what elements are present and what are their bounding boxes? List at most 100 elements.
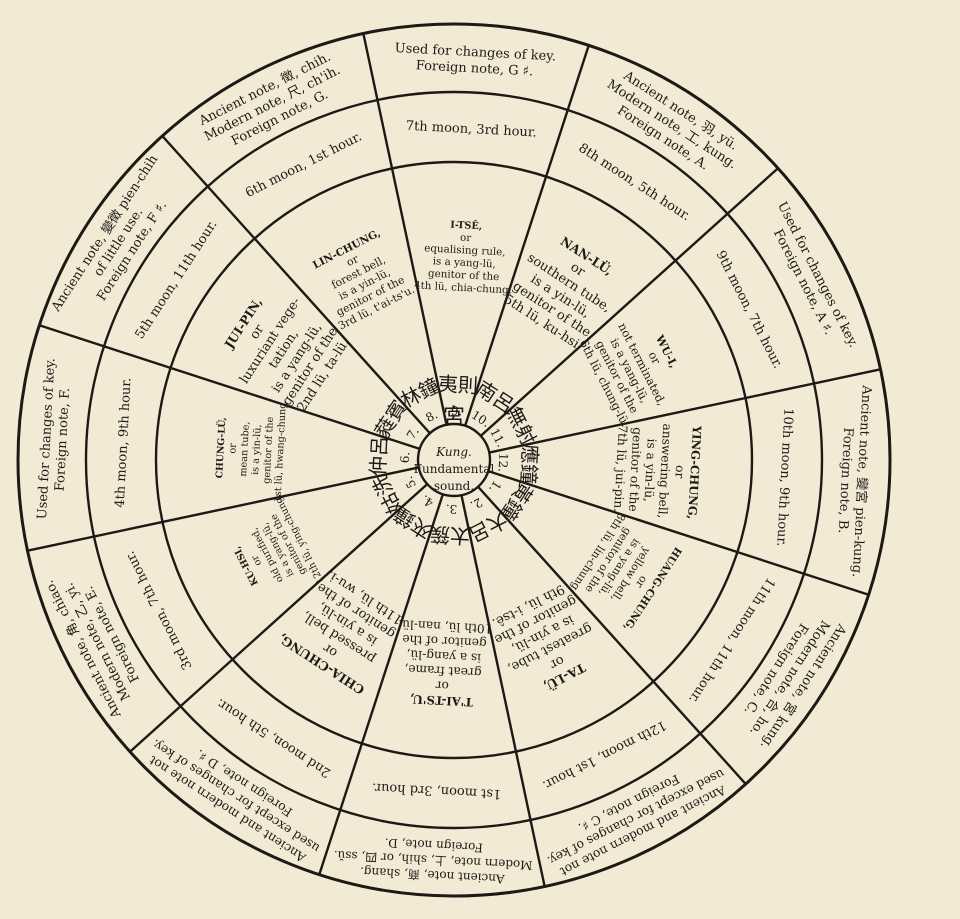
segment-note-line: used except for changes of key.: [545, 766, 727, 869]
segment-lu-text-line: or: [435, 678, 449, 693]
segment-moon-hour-line: 9th moon, 7th hour.: [713, 248, 785, 371]
segment-lu-text-line: JUI-PIN,: [221, 295, 265, 352]
segment-number: 8.: [423, 407, 440, 425]
segment-lu-text-line: 4th lü, chia-chung.: [414, 279, 512, 296]
segment-note: Ancient note, 變宮 pien-kung.Foreign note,…: [835, 384, 875, 578]
segment-number: 6.: [398, 451, 413, 463]
segment-number-line: 11.: [487, 426, 508, 449]
spoke-lines: [27, 33, 881, 887]
segment-note-line: Foreign note, D.: [384, 836, 483, 855]
spoke-line: [161, 135, 431, 435]
segment-chars: 夷則: [437, 372, 478, 398]
segment-lu-text-line: or: [227, 443, 239, 454]
segment-note-line: Foreign note, G ♯.: [415, 58, 533, 79]
segment-moon-hour: 9th moon, 7th hour.: [713, 248, 785, 371]
segment-moon-hour: 6th moon, 1st hour.: [243, 129, 364, 201]
segment-lu-text-line: or: [672, 465, 687, 479]
segment-note: Used for changes of key.Foreign note, G …: [394, 41, 556, 79]
segment-number: 12.: [496, 453, 511, 473]
segment-lu-text-line: is a yin-lü,: [250, 424, 264, 475]
segment-moon-hour-line: 7th moon, 3rd hour.: [405, 119, 537, 141]
segment-chars: 仲呂: [366, 435, 392, 476]
segment-lu-text-line: genitor of the: [626, 427, 644, 512]
spoke-line: [488, 368, 881, 454]
spoke-line: [362, 33, 448, 426]
spoke-line: [477, 485, 747, 785]
segment-note: Ancient note, 商, shang.Modern note, 上, s…: [333, 836, 533, 887]
segment-lu-text-line: T'AI-TS'U,: [410, 692, 474, 709]
segment-lu-text-line: is a yang-lü,: [406, 647, 481, 665]
segment-number-line: 8.: [423, 407, 440, 425]
segment-lu-text-line: or: [249, 553, 264, 568]
segment-number-line: 6.: [398, 451, 413, 463]
segment-lu-text-line: is a yin-lü,: [641, 438, 658, 502]
segment-number: 11.: [487, 426, 508, 449]
segment-moon-hour-line: 6th moon, 1st hour.: [243, 129, 364, 201]
segment-number-line: 4.: [419, 492, 436, 510]
segment-chars-line: 仲呂: [366, 435, 392, 476]
segment-moon-hour-line: 1st moon, 3rd hour.: [372, 780, 502, 802]
spoke-line: [38, 324, 421, 451]
segment-note-line: Foreign note, F.: [53, 387, 73, 491]
segment-lu-text-line: 10th lü, nan-lü.: [398, 617, 493, 636]
spoke-line: [479, 167, 779, 437]
center-char: 宮: [443, 405, 465, 430]
segment-moon-hour: 12th moon, 1st hour.: [540, 717, 669, 792]
segment-lu-text-line: is a yang-lü,: [432, 255, 496, 270]
segment-chars: 應鐘: [516, 443, 542, 484]
spoke-line: [27, 466, 420, 552]
segment-number-line: 5.: [401, 474, 419, 491]
segment-lu-text-line: 7th lü, jui-pin.: [611, 425, 630, 513]
center-subtitle-1: Fundamental: [414, 462, 495, 476]
segment-number-line: 9.: [450, 404, 462, 419]
segment-number: 5.: [401, 474, 419, 491]
segment-number-line: 12.: [496, 453, 511, 473]
segment-moon-hour: 3rd moon, 7th hour.: [123, 548, 196, 672]
segment-number: 4.: [419, 492, 436, 510]
segment-number: 10.: [469, 408, 493, 430]
segment-lu-text-line: YING-CHUNG,: [685, 424, 704, 519]
segment-chars: 太簇: [429, 522, 470, 548]
segment-lu-text-line: NAN-LÜ,: [558, 233, 616, 279]
segment-number-line: 10.: [469, 408, 493, 430]
segment-number-line: 3.: [445, 502, 457, 517]
segment-number-line: 1.: [486, 478, 504, 495]
segment-chars-line: 應鐘: [516, 443, 542, 484]
center-hub: 宮 Kung. Fundamental sound.: [414, 405, 495, 493]
segment-lu-text-line: I-TSÊ,: [450, 219, 483, 233]
segment-moon-hour-line: 10th moon, 9th hour.: [773, 408, 795, 547]
segment-chars-line: 太簇: [429, 522, 470, 548]
center-name: Kung.: [435, 445, 472, 459]
segment-number: 2.: [468, 495, 485, 513]
segment-moon-hour-line: 12th moon, 1st hour.: [540, 717, 669, 792]
spoke-line: [129, 483, 429, 753]
segment-number-line: 2.: [468, 495, 485, 513]
segment-moon-hour: 1st moon, 3rd hour.: [372, 780, 502, 802]
segment-number: 1.: [486, 478, 504, 495]
segment-note-line: Foreign note, B.: [835, 427, 856, 534]
segment-lu-text-line: equalising rule,: [424, 242, 506, 258]
segment-moon-hour-line: 3rd moon, 7th hour.: [123, 548, 196, 672]
spoke-line: [460, 494, 546, 887]
segment-number: 9.: [450, 404, 462, 419]
segment-number: 3.: [445, 502, 457, 517]
segment-moon-hour: 4th moon, 9th hour.: [113, 377, 135, 508]
segment-lu-text-line: CHUNG-LÜ,: [212, 417, 228, 479]
segment-moon-hour: 7th moon, 3rd hour.: [405, 119, 537, 141]
segment-lu-text-line: genitor of the: [262, 416, 277, 484]
segment-lu-text-line: genitor of the: [402, 632, 487, 650]
segment-moon-hour-line: 4th moon, 9th hour.: [113, 377, 135, 508]
